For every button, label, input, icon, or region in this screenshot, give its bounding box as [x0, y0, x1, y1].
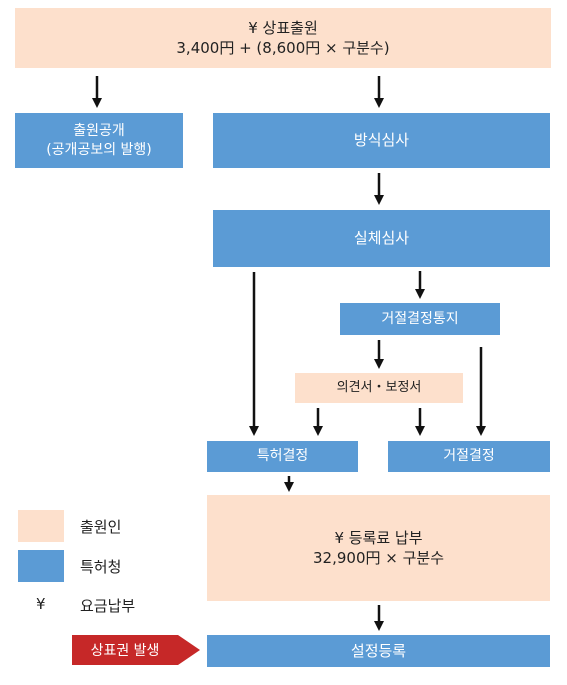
right-occurs-label: 상표권 발생: [90, 643, 160, 659]
substantive-examination-label: 실체심사: [353, 229, 410, 248]
registration-label: 설정등록: [350, 641, 407, 660]
publication-subtitle: (공개공보의 발행): [46, 141, 152, 158]
publication-title: 출원공개: [73, 122, 125, 139]
opinion-amendment-box: 의견서・보정서: [295, 373, 463, 403]
registration-fee-box: ¥ 등록료 납부 32,900円 × 구분수: [207, 495, 550, 601]
opinion-amendment-label: 의견서・보정서: [336, 380, 422, 396]
trademark-application-fee: 3,400円 + (8,600円 × 구분수): [176, 39, 390, 57]
right-occurs-badge: 상표권 발생: [72, 635, 178, 665]
trademark-application-title: ¥ 상표출원: [248, 18, 318, 37]
rejection-decision-label: 거절결정: [443, 448, 495, 465]
registration-fee-title: ¥ 등록료 납부: [334, 528, 423, 547]
rejection-notice-label: 거절결정통지: [381, 310, 459, 327]
legend-patent-office-label: 특허청: [80, 558, 122, 576]
rejection-decision-box: 거절결정: [388, 441, 550, 472]
legend-fee-label: 요금납부: [80, 597, 136, 615]
patent-decision-label: 특허결정: [256, 448, 309, 465]
registration-fee-amount: 32,900円 × 구분수: [313, 549, 444, 567]
legend-applicant-swatch: [18, 510, 64, 542]
formal-examination-box: 방식심사: [213, 113, 550, 168]
right-occurs-arrow-icon: [178, 635, 200, 665]
substantive-examination-box: 실체심사: [213, 210, 550, 267]
trademark-application-box: ¥ 상표출원 3,400円 + (8,600円 × 구분수): [15, 8, 551, 68]
legend-fee-icon: ¥: [36, 595, 46, 613]
patent-decision-box: 특허결정: [207, 441, 358, 472]
rejection-notice-box: 거절결정통지: [340, 303, 500, 335]
formal-examination-label: 방식심사: [353, 131, 410, 150]
publication-box: 출원공개 (공개공보의 발행): [15, 113, 183, 168]
legend-applicant-label: 출원인: [80, 518, 122, 536]
registration-box: 설정등록: [207, 635, 550, 667]
legend-patent-office-swatch: [18, 550, 64, 582]
